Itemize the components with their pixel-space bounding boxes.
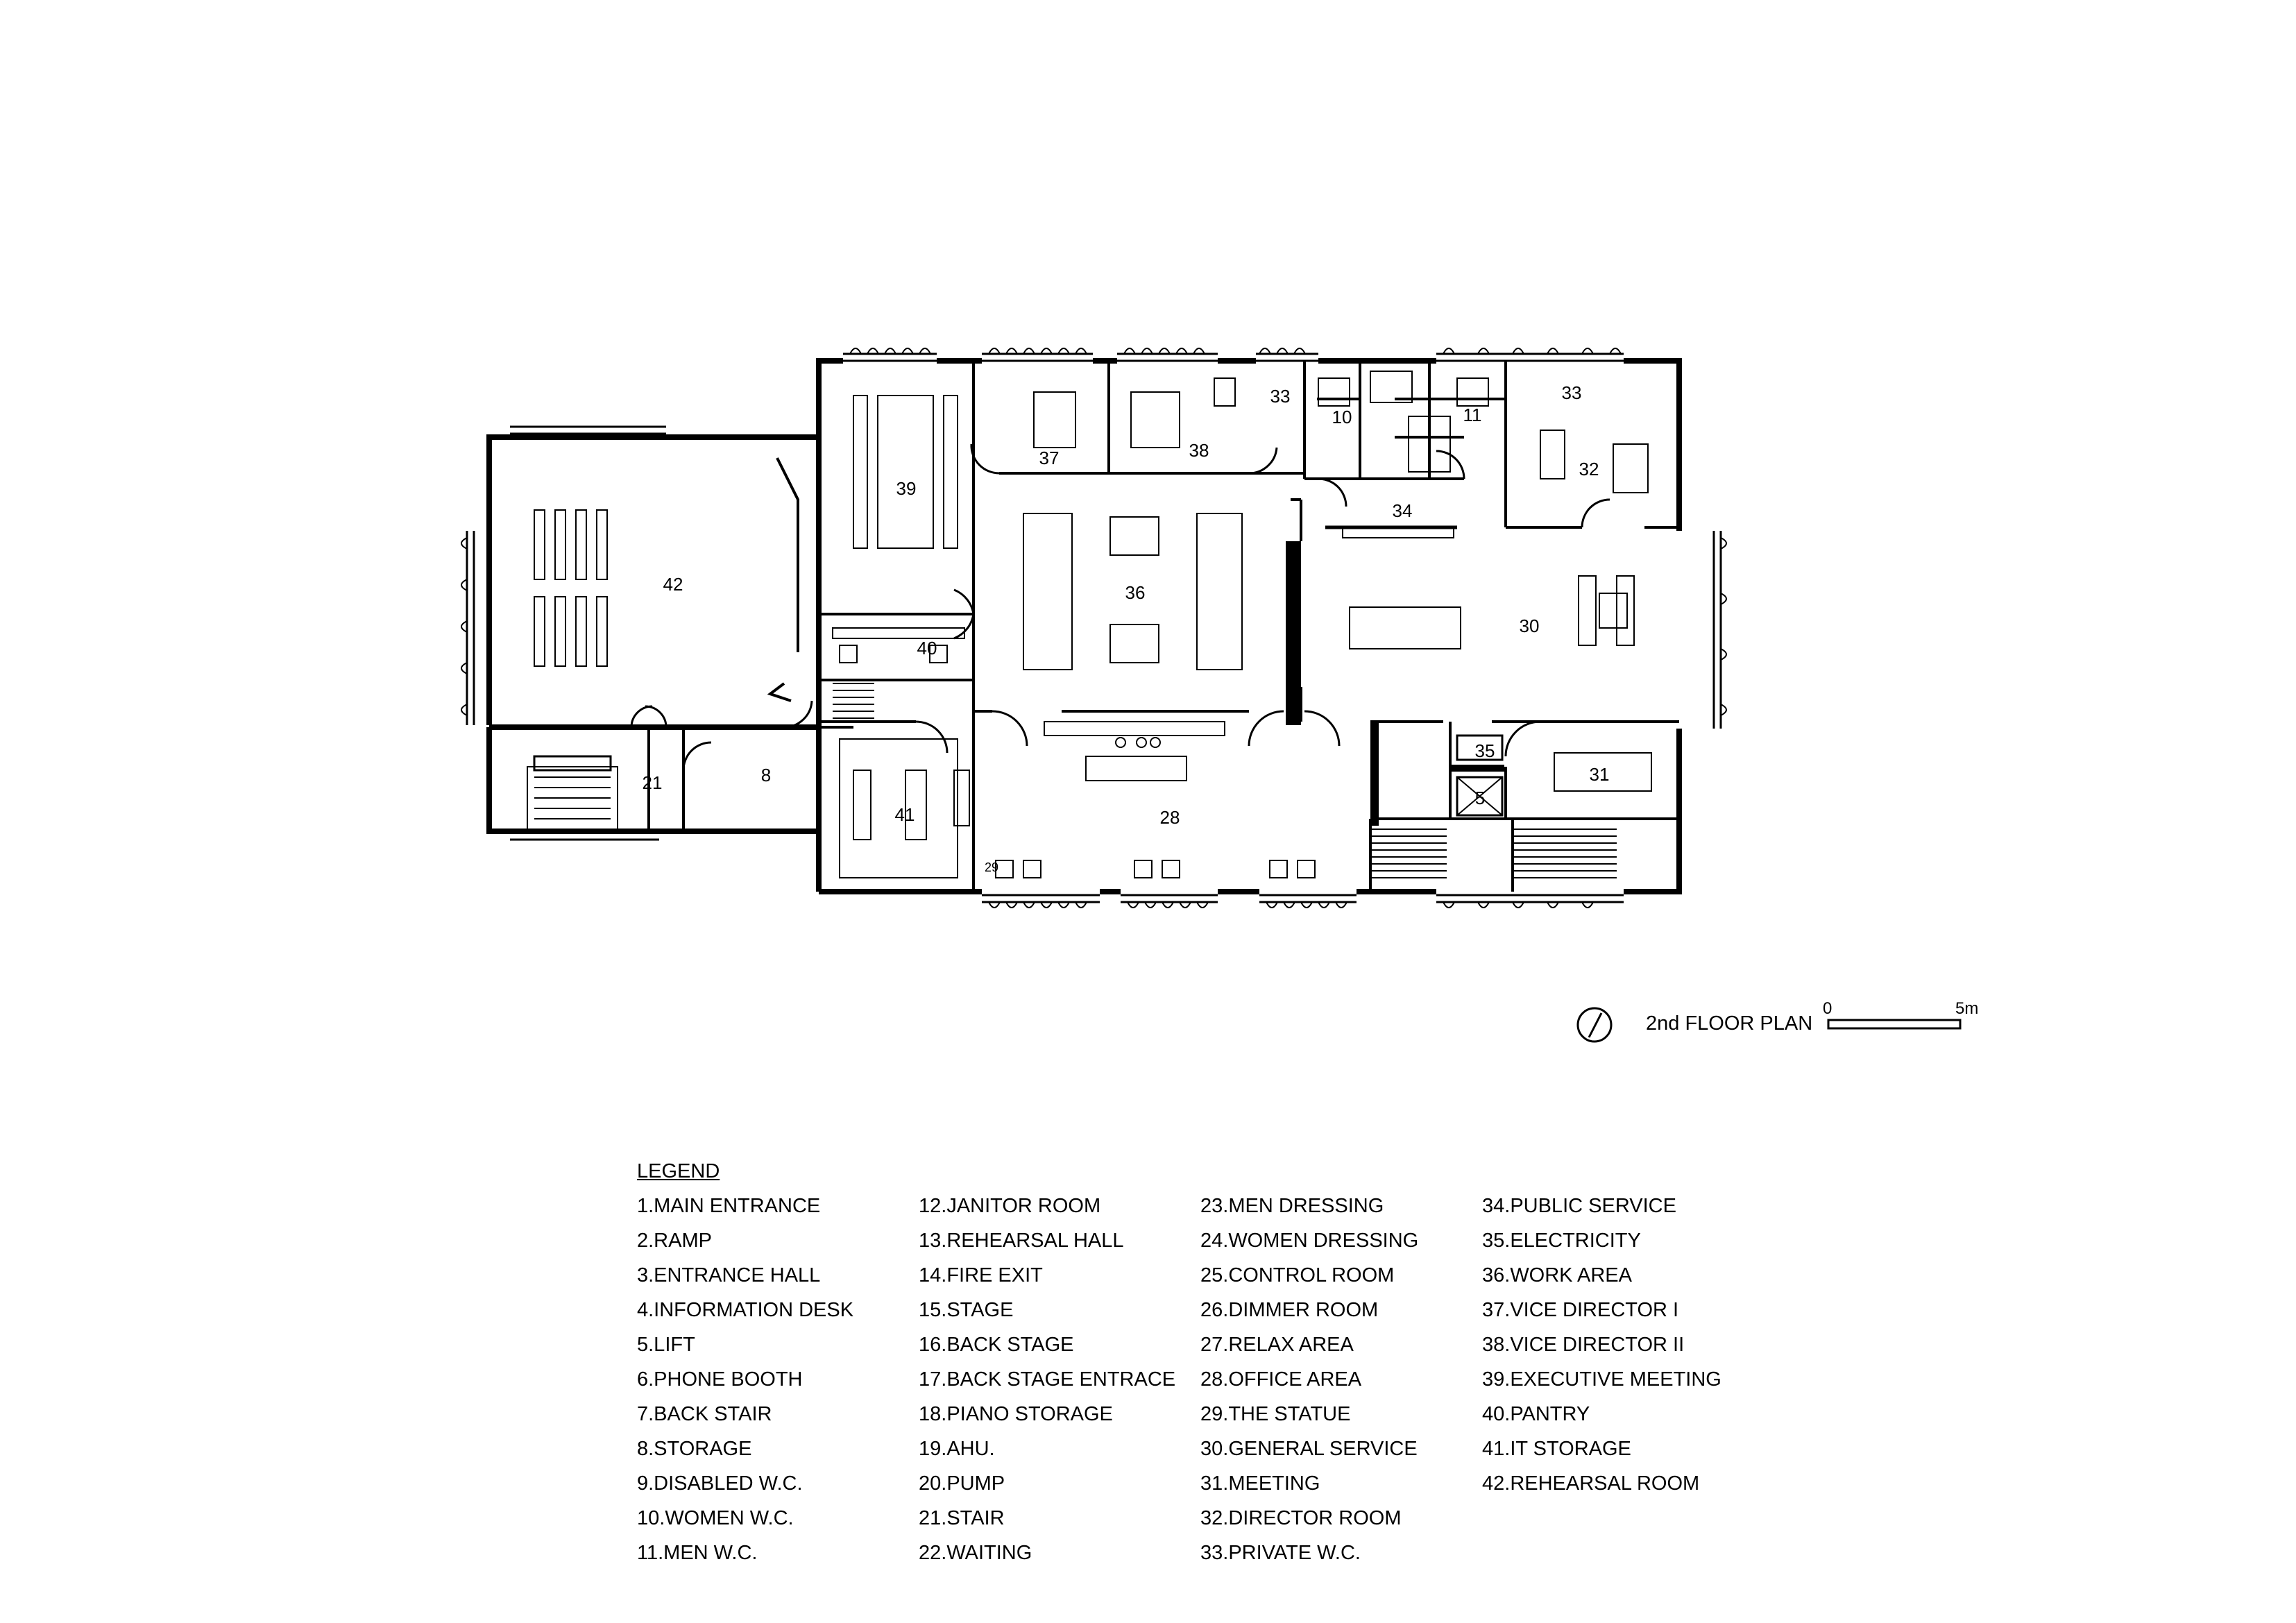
window-arcs bbox=[461, 348, 1727, 908]
legend-item: 6.PHONE BOOTH bbox=[637, 1368, 803, 1391]
legend-item: 40.PANTRY bbox=[1482, 1403, 1590, 1425]
legend-item: 14.FIRE EXIT bbox=[919, 1264, 1043, 1286]
legend-item: 21.STAIR bbox=[919, 1507, 1005, 1529]
legend-item: 9.DISABLED W.C. bbox=[637, 1472, 803, 1495]
legend-item: 22.WAITING bbox=[919, 1542, 1032, 1564]
room-label-8: 8 bbox=[761, 765, 771, 785]
legend-item: 38.VICE DIRECTOR II bbox=[1482, 1334, 1685, 1356]
legend-item: 13.REHEARSAL HALL bbox=[919, 1230, 1124, 1252]
legend-item: 7.BACK STAIR bbox=[637, 1403, 772, 1425]
scale-start-label: 0 bbox=[1823, 999, 1832, 1018]
legend-item: 15.STAGE bbox=[919, 1299, 1014, 1321]
room-label-34: 34 bbox=[1393, 500, 1413, 521]
room-label-31: 31 bbox=[1590, 764, 1610, 785]
legend-item: 1.MAIN ENTRANCE bbox=[637, 1195, 821, 1217]
room-label-41: 41 bbox=[895, 804, 915, 825]
room-label-36: 36 bbox=[1125, 582, 1146, 603]
legend-item: 27.RELAX AREA bbox=[1200, 1334, 1354, 1356]
room-label-42: 42 bbox=[663, 574, 683, 595]
legend: LEGEND 1.MAIN ENTRANCE 2.RAMP 3.ENTRANCE… bbox=[637, 1160, 1747, 1577]
room-label-11: 11 bbox=[1463, 405, 1482, 425]
legend-item: 24.WOMEN DRESSING bbox=[1200, 1230, 1419, 1252]
legend-item: 32.DIRECTOR ROOM bbox=[1200, 1507, 1402, 1529]
legend-item: 20.PUMP bbox=[919, 1472, 1005, 1495]
legend-item: 34.PUBLIC SERVICE bbox=[1482, 1195, 1676, 1217]
room-label-32: 32 bbox=[1579, 459, 1599, 479]
legend-item: 26.DIMMER ROOM bbox=[1200, 1299, 1379, 1321]
wall-fills bbox=[1286, 541, 1504, 826]
legend-item: 33.PRIVATE W.C. bbox=[1200, 1542, 1361, 1564]
room-label-33b: 33 bbox=[1562, 382, 1582, 403]
room-label-35: 35 bbox=[1475, 740, 1495, 761]
legend-item: 29.THE STATUE bbox=[1200, 1403, 1351, 1425]
room-label-30: 30 bbox=[1520, 615, 1540, 636]
legend-item: 18.PIANO STORAGE bbox=[919, 1403, 1113, 1425]
legend-item: 28.OFFICE AREA bbox=[1200, 1368, 1362, 1391]
room-label-5: 5 bbox=[1475, 788, 1485, 808]
room-label-10: 10 bbox=[1332, 407, 1352, 427]
room-label-37: 37 bbox=[1039, 448, 1060, 468]
legend-item: 30.GENERAL SERVICE bbox=[1200, 1438, 1418, 1460]
legend-item: 36.WORK AREA bbox=[1482, 1264, 1632, 1286]
legend-item: 17.BACK STAGE ENTRACE bbox=[919, 1368, 1176, 1391]
legend-item: 23.MEN DRESSING bbox=[1200, 1195, 1384, 1217]
furniture bbox=[534, 371, 1652, 878]
legend-item: 2.RAMP bbox=[637, 1230, 712, 1252]
room-label-21: 21 bbox=[643, 772, 663, 793]
room-labels: 42 39 40 41 37 38 36 33 10 11 33 32 34 3… bbox=[643, 382, 1610, 874]
legend-item: 37.VICE DIRECTOR I bbox=[1482, 1299, 1679, 1321]
legend-item: 4.INFORMATION DESK bbox=[637, 1299, 854, 1321]
legend-item: 5.LIFT bbox=[637, 1334, 695, 1356]
room-label-39: 39 bbox=[896, 478, 917, 499]
room-label-28: 28 bbox=[1160, 807, 1180, 828]
room-label-29: 29 bbox=[985, 860, 998, 874]
door-swings bbox=[630, 443, 1610, 771]
legend-item: 10.WOMEN W.C. bbox=[637, 1507, 794, 1529]
legend-item: 31.MEETING bbox=[1200, 1472, 1320, 1495]
legend-item: 16.BACK STAGE bbox=[919, 1334, 1074, 1356]
legend-item: 39.EXECUTIVE MEETING bbox=[1482, 1368, 1721, 1391]
legend-item: 11.MEN W.C. bbox=[637, 1542, 758, 1564]
scale-end-label: 5m bbox=[1955, 999, 1979, 1018]
legend-item: 12.JANITOR ROOM bbox=[919, 1195, 1101, 1217]
plan-title: 2nd FLOOR PLAN bbox=[1646, 1012, 1813, 1035]
scale-bar bbox=[1827, 1019, 1962, 1030]
exterior-walls bbox=[486, 358, 1682, 894]
room-label-38: 38 bbox=[1189, 440, 1209, 461]
room-label-33a: 33 bbox=[1270, 386, 1291, 407]
legend-item: 19.AHU. bbox=[919, 1438, 995, 1460]
legend-item: 35.ELECTRICITY bbox=[1482, 1230, 1641, 1252]
legend-item: 42.REHEARSAL ROOM bbox=[1482, 1472, 1700, 1495]
stairs bbox=[527, 683, 1617, 878]
north-arrow-icon bbox=[1576, 1007, 1613, 1043]
legend-item: 8.STORAGE bbox=[637, 1438, 752, 1460]
legend-item: 41.IT STORAGE bbox=[1482, 1438, 1631, 1460]
legend-title: LEGEND bbox=[637, 1160, 720, 1182]
room-label-40: 40 bbox=[917, 638, 937, 658]
legend-item: 25.CONTROL ROOM bbox=[1200, 1264, 1395, 1286]
legend-item: 3.ENTRANCE HALL bbox=[637, 1264, 821, 1286]
